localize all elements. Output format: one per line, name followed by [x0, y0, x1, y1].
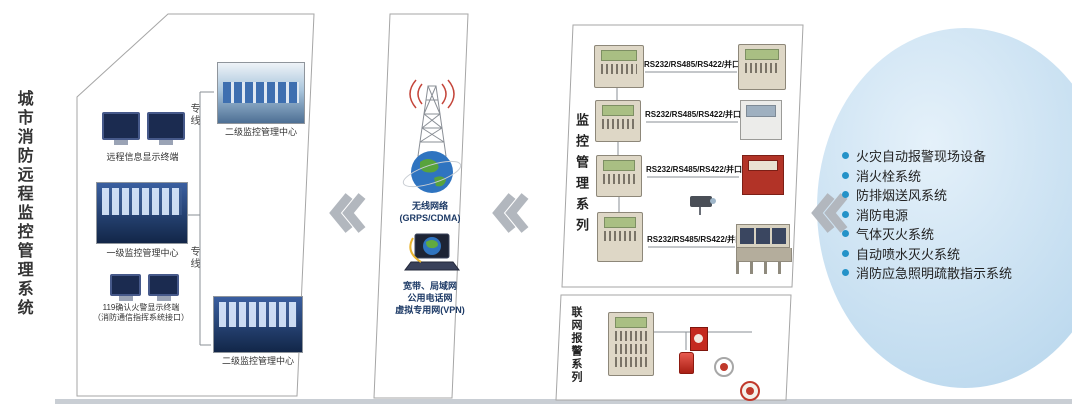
keypad [603, 174, 635, 184]
field-device-red-panel [742, 155, 784, 195]
lcd-display [745, 49, 779, 60]
screen-wall-icon [102, 188, 182, 215]
list-item: 气体灭火系统 [842, 224, 1062, 244]
display [748, 160, 778, 171]
monitor-series-label: 监控管理系列 [574, 113, 589, 239]
wireless-tower-icon [396, 78, 468, 201]
keypad [615, 331, 647, 341]
level1-center-label: 一级监控管理中心 [106, 248, 179, 258]
bullet-icon [842, 249, 849, 257]
lcd-display [603, 160, 635, 171]
screen-wall-icon [219, 302, 297, 327]
field-device-beige-panel [738, 44, 786, 90]
list-item: 火灾自动报警现场设备 [842, 146, 1062, 166]
fire-alarm-controller-1 [594, 45, 644, 88]
chevron-left-icon [492, 193, 516, 233]
fire-alarm-controller-4 [597, 212, 643, 262]
fire-alarm-controller-2 [595, 100, 641, 142]
field-device-white-panel [740, 100, 782, 140]
console-screens [736, 224, 790, 248]
bullet-icon [842, 152, 849, 160]
monitor-icon [147, 112, 185, 140]
keypad [615, 344, 647, 354]
alarm119-terminal-image [110, 274, 179, 296]
level2-center-bottom-image [213, 296, 303, 353]
chevron-left-icon [811, 193, 835, 233]
monitor-icon [102, 112, 140, 140]
lcd-display [615, 317, 647, 328]
keypad [745, 63, 779, 73]
control-console-image [736, 224, 792, 274]
chevron-left-icon [505, 193, 529, 233]
feature-list: 火灾自动报警现场设备 消火栓系统 防排烟送风系统 消防电源 气体灭火系统 自动喷… [842, 146, 1062, 283]
lcd-display [602, 105, 634, 116]
console-desk [736, 248, 792, 262]
wireless-network-label: 无线网络 (GRPS/CDMA) [399, 201, 461, 224]
laptop-globe-icon [403, 232, 461, 279]
alarm119-terminal-label: 119确认火警显示终端 （消防通信指挥系统接口） [93, 303, 189, 322]
manual-call-point-icon [690, 327, 708, 351]
bullet-icon [842, 269, 849, 277]
network-panel-outline [373, 13, 469, 399]
connection-label-3: RS232/RS485/RS422/并口 [646, 165, 743, 174]
monitor-icon [148, 274, 179, 296]
level2-center-bottom-label: 二级监控管理中心 [221, 356, 294, 366]
level2-center-top-label: 二级监控管理中心 [224, 127, 297, 137]
bullet-icon [842, 230, 849, 238]
left-panel-connectors [187, 91, 214, 346]
keypad [615, 357, 647, 367]
wired-network-label: 宽带、局域网 公用电话网 虚拟专用网(VPN) [395, 281, 465, 316]
list-item: 防排烟送风系统 [842, 185, 1062, 205]
cctv-camera-icon [690, 196, 716, 215]
fire-alarm-controller-3 [596, 155, 642, 197]
monitor-icon [110, 274, 141, 296]
device-connection-lines [645, 71, 739, 248]
connection-label-1: RS232/RS485/RS422/并口 [644, 60, 741, 69]
display [746, 105, 776, 117]
chevron-left-icon [329, 193, 353, 233]
dedicated-line-label-top: 专线 [188, 103, 199, 127]
remote-display-terminal-image [102, 112, 185, 140]
network-alarm-controller [608, 312, 654, 376]
bullet-icon [842, 210, 849, 218]
list-item: 自动喷水灭火系统 [842, 244, 1062, 264]
alarm-strobe-bell-icon [740, 381, 760, 401]
level2-center-top-image [217, 62, 305, 124]
keypad [602, 119, 634, 129]
list-item: 消火栓系统 [842, 166, 1062, 186]
connection-label-2: RS232/RS485/RS422/并口 [645, 110, 742, 119]
list-item: 消防电源 [842, 205, 1062, 225]
console-legs [736, 262, 792, 274]
keypad [601, 64, 637, 74]
lcd-display [601, 50, 637, 61]
lcd-display [604, 217, 636, 228]
bottom-bar [55, 399, 1072, 404]
alarm-bell-icon [714, 357, 734, 377]
panel-stack-connectors [616, 88, 620, 212]
keypad [604, 231, 636, 241]
bullet-icon [842, 171, 849, 179]
page-title: 城市消防远程监控管理系统 [14, 90, 32, 318]
flow-chevrons [329, 193, 848, 233]
chevron-left-icon [342, 193, 366, 233]
bullet-icon [842, 191, 849, 199]
alarm-strobe-icon [679, 352, 694, 374]
screen-wall-icon [223, 82, 299, 103]
list-item: 消防应急照明疏散指示系统 [842, 263, 1062, 283]
level1-center-image [96, 182, 188, 244]
dedicated-line-label-bottom: 专线 [188, 246, 199, 270]
connection-label-4: RS232/RS485/RS422/并口 [647, 235, 744, 244]
chevron-left-icon [824, 193, 848, 233]
remote-display-terminal-label: 远程信息显示终端 [106, 152, 179, 162]
alarm-series-label: 联网报警系列 [570, 306, 582, 384]
feature-circle [817, 28, 1072, 388]
